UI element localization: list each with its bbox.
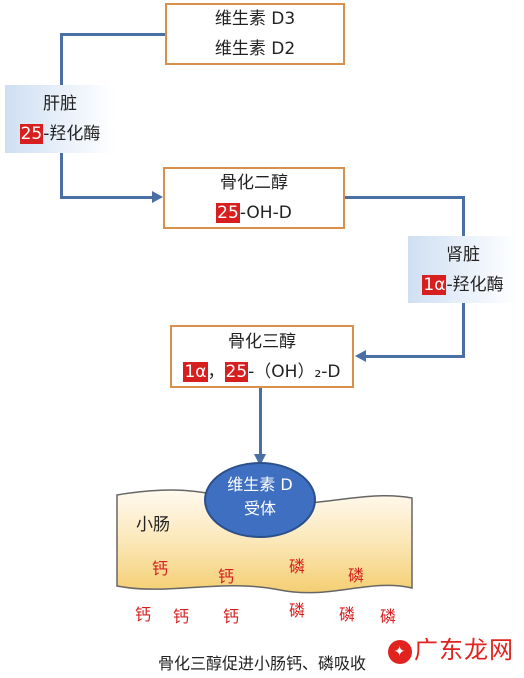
calcidiol-box: 骨化二醇 25-OH-D xyxy=(163,167,345,229)
receptor-line-2: 受体 xyxy=(243,499,276,518)
connector-calcidiol-to-kidney-v xyxy=(462,196,465,236)
intestine-label: 小肠 xyxy=(136,515,170,535)
liver-label: 肝脏 xyxy=(43,94,77,114)
phosphorus-ion: 磷 xyxy=(380,607,397,626)
kidney-enzyme-label: 1α-羟化酶 xyxy=(422,270,504,300)
calcitriol-separator: ， xyxy=(207,361,225,382)
watermark-text: 广东龙网 xyxy=(414,636,514,664)
vitamin-d-box: 维生素 D3 维生素 D2 xyxy=(165,3,345,65)
phosphorus-ion: 磷 xyxy=(348,566,365,585)
connector-vitamin-to-liver-h xyxy=(60,33,166,36)
connector-calcidiol-to-kidney-h xyxy=(345,196,465,199)
kidney-enzyme-number: 1α xyxy=(422,274,447,295)
calcidiol-formula-text: -OH-D xyxy=(239,203,292,223)
liver-enzyme-label: 25-羟化酶 xyxy=(19,119,101,149)
vitamin-d-receptor: 维生素 D 受体 xyxy=(205,473,315,521)
liver-enzyme-name: -羟化酶 xyxy=(43,124,101,144)
watermark-logo-icon: ✦ xyxy=(388,640,412,664)
arrow-to-calcitriol xyxy=(355,350,366,362)
phosphorus-ion: 磷 xyxy=(289,601,306,620)
kidney-enzyme-box: 肾脏 1α-羟化酶 xyxy=(408,236,518,303)
connector-liver-to-calcidiol-v xyxy=(60,153,63,198)
kidney-enzyme-name: -羟化酶 xyxy=(446,274,504,295)
connector-kidney-to-calcitriol-h xyxy=(364,355,465,358)
calcium-ion: 钙 xyxy=(173,607,190,626)
kidney-label: 肾脏 xyxy=(446,244,480,265)
calcitriol-name: 骨化三醇 xyxy=(228,331,296,352)
calcium-ion: 钙 xyxy=(135,605,152,624)
watermark: ✦广东龙网 xyxy=(388,630,514,665)
vitamin-d2-label: 维生素 D2 xyxy=(214,39,296,59)
calcitriol-box: 骨化三醇 1α，25-（OH）₂-D xyxy=(170,325,354,388)
calcitriol-formula-text: -（OH）₂-D xyxy=(248,361,341,382)
liver-enzyme-number: 25 xyxy=(19,124,44,144)
connector-calcitriol-to-receptor xyxy=(259,388,262,456)
calcidiol-formula: 25-OH-D xyxy=(216,198,292,228)
liver-enzyme-box: 肝脏 25-羟化酶 xyxy=(5,85,115,153)
receptor-line-1: 维生素 D xyxy=(227,475,293,494)
calcium-ion: 钙 xyxy=(152,559,169,578)
connector-kidney-to-calcitriol-v xyxy=(462,303,465,358)
calcium-ion: 钙 xyxy=(218,567,235,586)
phosphorus-ion: 磷 xyxy=(339,605,356,624)
calcidiol-number: 25 xyxy=(216,203,240,223)
caption: 骨化三醇促进小肠钙、磷吸收 xyxy=(157,654,366,673)
connector-vitamin-to-liver-v xyxy=(60,33,63,85)
vitamin-d3-label: 维生素 D3 xyxy=(214,9,296,29)
calcitriol-number-1a: 1α xyxy=(183,361,208,382)
calcium-ion: 钙 xyxy=(223,607,240,626)
calcidiol-name: 骨化二醇 xyxy=(220,173,288,193)
connector-liver-to-calcidiol-h xyxy=(60,196,154,199)
calcitriol-number-25: 25 xyxy=(224,361,249,382)
phosphorus-ion: 磷 xyxy=(289,557,306,576)
arrow-to-calcidiol xyxy=(152,191,163,203)
calcitriol-formula: 1α，25-（OH）₂-D xyxy=(183,357,341,387)
